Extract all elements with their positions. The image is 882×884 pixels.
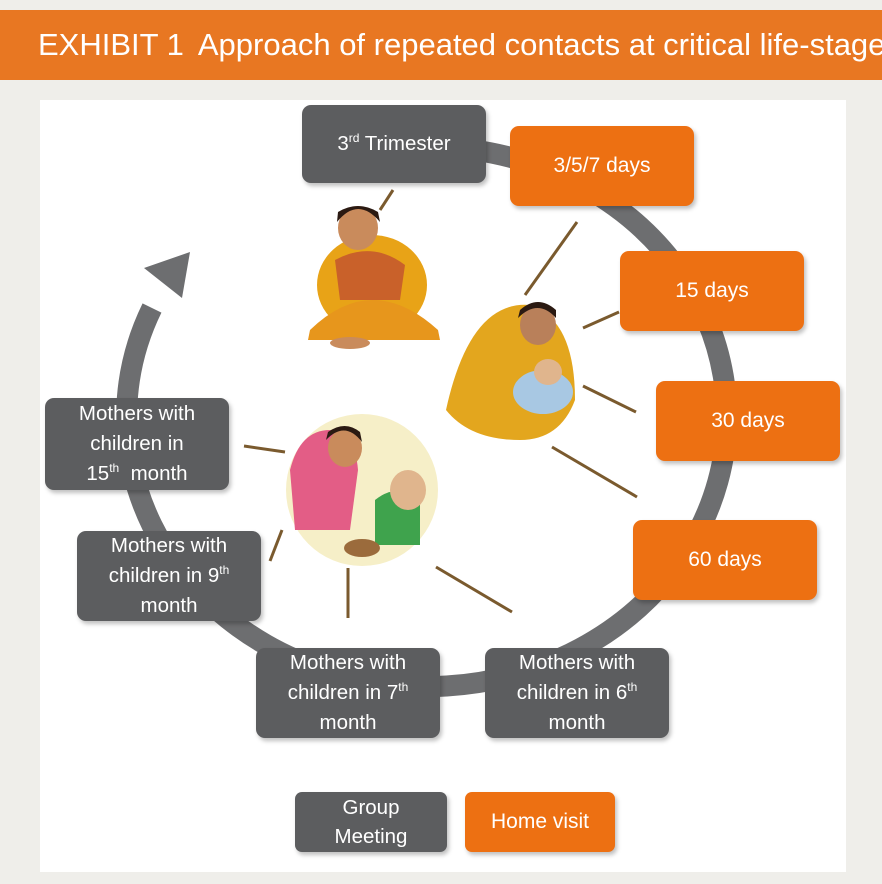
stage-3-5-7-days: 3/5/7 days — [510, 126, 694, 206]
stage-6th-month: Mothers with children in 6th month — [485, 648, 669, 738]
stage-9th-month: Mothers with children in 9th month — [77, 531, 261, 621]
mother-breastfeeding-illustration — [446, 302, 575, 440]
legend-group-meeting: Group Meeting — [295, 792, 447, 852]
exhibit-label: EXHIBIT 1 — [38, 27, 184, 62]
stage-15th-month: Mothers with children in 15th month — [45, 398, 229, 490]
stage-60-days: 60 days — [633, 520, 817, 600]
stage-third-trimester: 3rd Trimester — [302, 105, 486, 183]
stage-15-days: 15 days — [620, 251, 804, 331]
exhibit-title: Approach of repeated contacts at critica… — [197, 27, 882, 62]
stage-7th-month: Mothers with children in 7th month — [256, 648, 440, 738]
connector-lines — [243, 189, 638, 618]
stage-30-days: 30 days — [656, 381, 840, 461]
mother-feeding-child-illustration — [286, 414, 438, 566]
legend-home-visit: Home visit — [465, 792, 615, 852]
cycle-arrowhead — [144, 252, 190, 298]
exhibit-header: EXHIBIT 1 Approach of repeated contacts a… — [0, 10, 882, 80]
pregnant-woman-illustration — [308, 206, 440, 349]
